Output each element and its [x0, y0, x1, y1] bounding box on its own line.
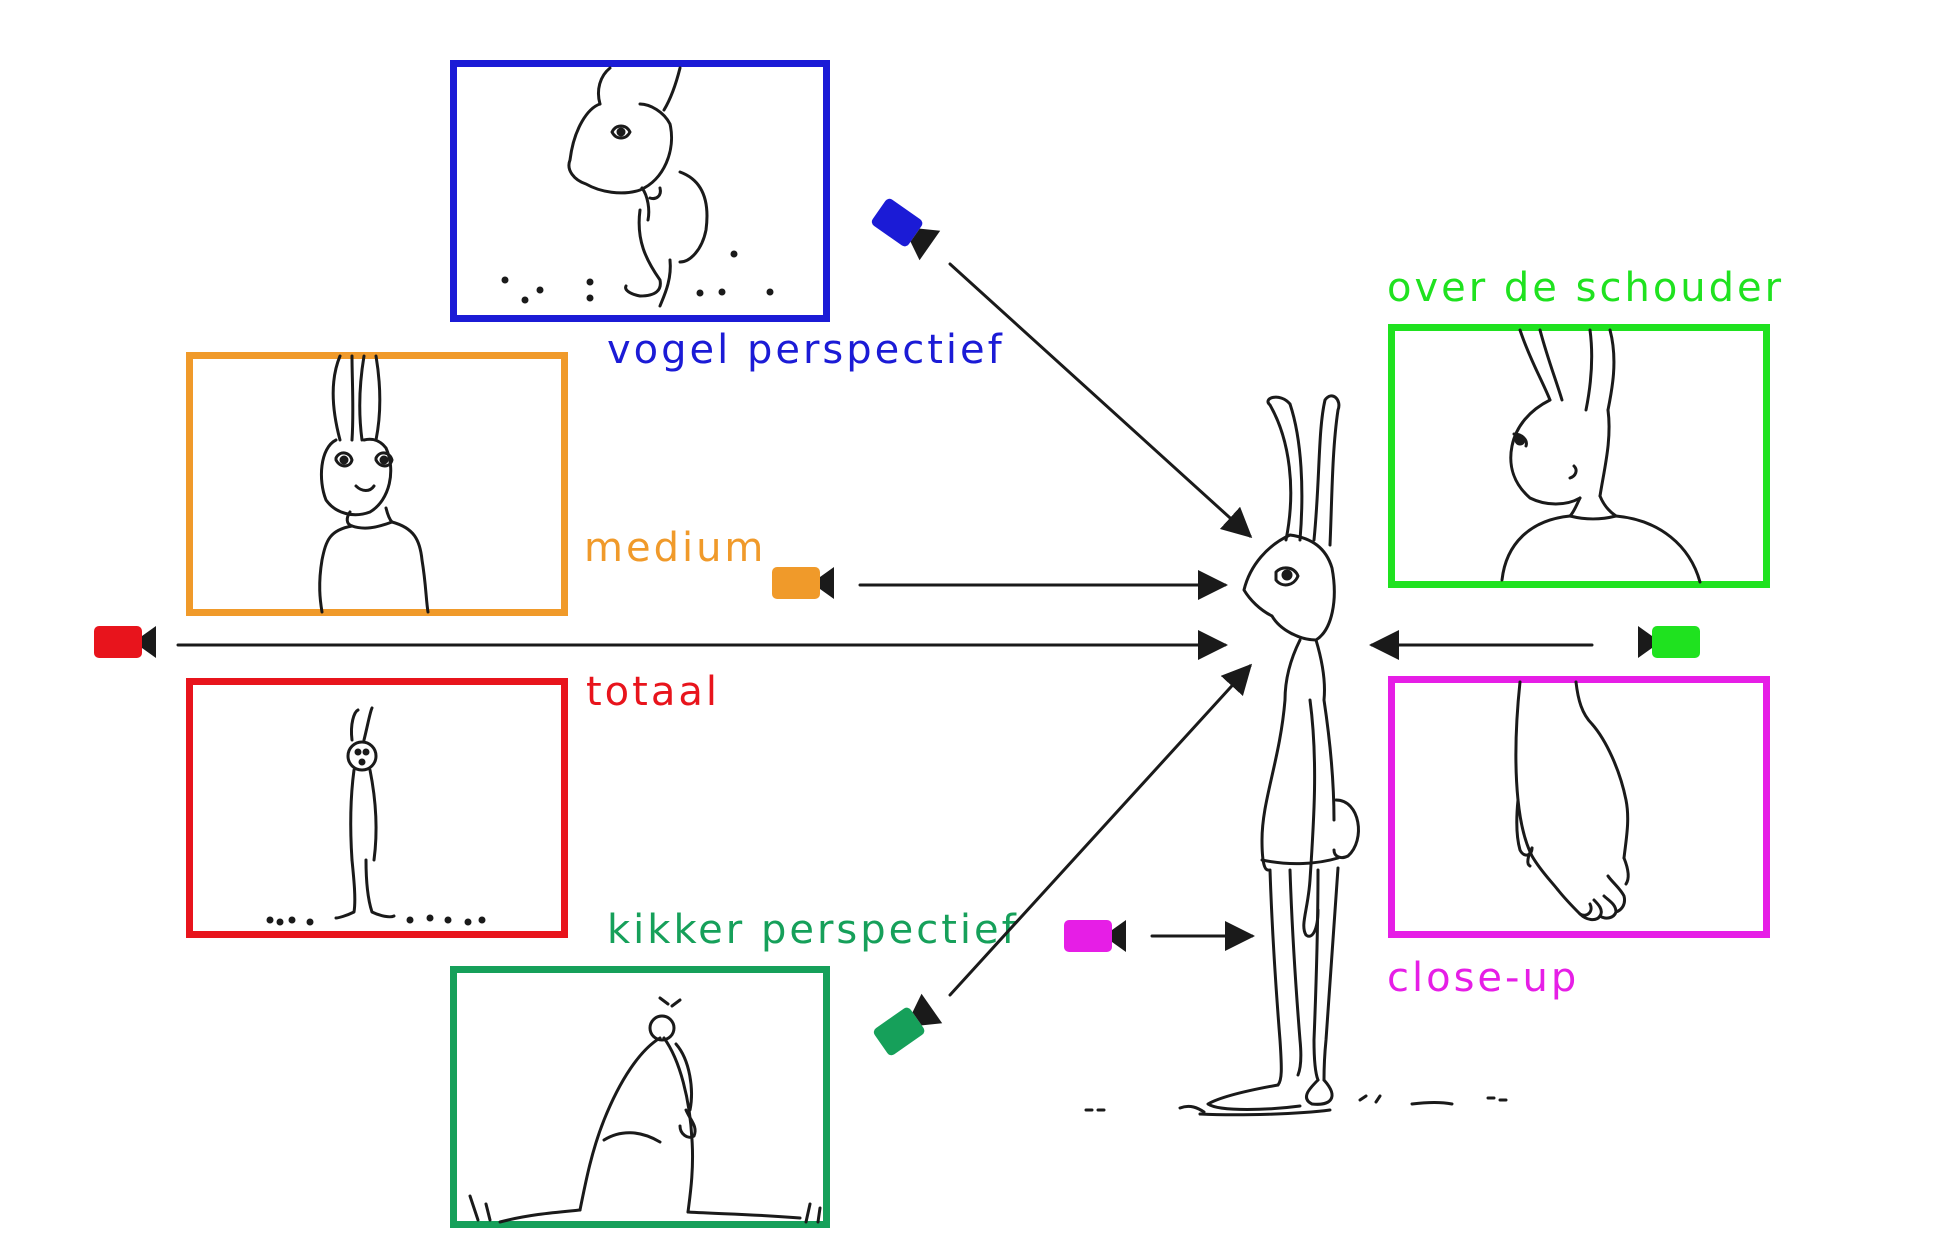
video-camera-icon-closeup: [1064, 920, 1126, 952]
kikker-sketch: [468, 996, 822, 1224]
video-camera-icon-totaal: [94, 626, 156, 658]
arrow-vogel: [948, 262, 1253, 539]
video-camera-icon-medium: [772, 567, 834, 599]
frame-totaal: [186, 678, 568, 938]
arrow-kikker: [948, 663, 1253, 997]
label-vogel-perspectief: vogel perspectief: [607, 327, 1005, 373]
label-totaal: totaal: [586, 669, 720, 715]
frame-kikker-perspectief: [450, 966, 830, 1228]
totaal-sketch: [266, 706, 486, 926]
label-close-up: close-up: [1387, 955, 1580, 1001]
video-camera-icon-kikker: [873, 993, 943, 1056]
video-camera-icon-vogel: [871, 198, 941, 261]
schouder-sketch: [1500, 328, 1702, 584]
rabbit-figure: [1084, 394, 1508, 1117]
medium-sketch: [318, 354, 430, 614]
frame-close-up: [1388, 676, 1770, 938]
video-camera-icon-schouder: [1638, 626, 1700, 658]
label-medium: medium: [584, 525, 767, 571]
frame-over-de-schouder: [1388, 324, 1770, 588]
label-kikker-perspectief: kikker perspectief: [607, 907, 1019, 953]
label-over-de-schouder: over de schouder: [1387, 265, 1785, 311]
closeup-sketch: [1514, 680, 1630, 922]
frame-medium: [186, 352, 568, 616]
vogel-sketch: [501, 66, 774, 308]
